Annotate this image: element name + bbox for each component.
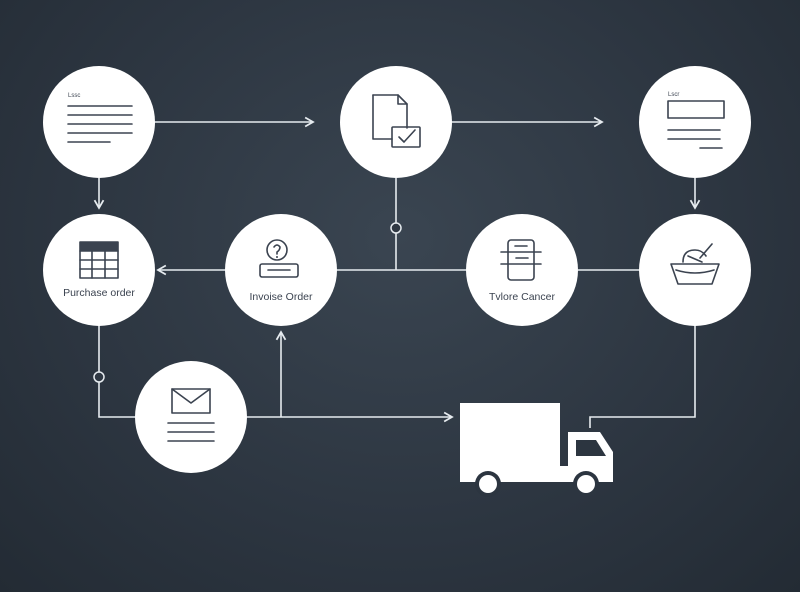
form-icon [667,100,725,149]
connector-purchase-to-mail [98,325,137,418]
connectors [93,116,701,428]
basket-icon [670,243,720,285]
node-tracking-label: Tvlore Cancer [489,291,555,303]
phone-icon [500,239,542,281]
node-purchase-order-label: Purchase order [63,287,135,299]
connector-junction-left [93,371,105,383]
document-check-icon [372,94,421,148]
node-form[interactable]: Lscr [639,66,751,178]
document-list-icon [67,105,133,143]
node-doc-check[interactable] [340,66,452,178]
node-tracking[interactable]: Tvlore Cancer [466,214,578,326]
connector-junction-top [390,222,402,234]
node-invoice-order-label: Invoise Order [249,291,313,303]
envelope-icon [167,388,215,442]
node-basket[interactable] [639,214,751,326]
node-form-label: Lscr [668,92,679,98]
node-mail[interactable] [135,361,247,473]
node-invoice-order[interactable]: Invoise Order [225,214,337,326]
truck-icon [460,403,613,497]
node-purchase-order[interactable]: Purchase order [43,214,155,326]
register-icon [259,239,299,278]
node-doc-list-label: Lssc [68,93,80,99]
spreadsheet-icon [79,241,119,279]
node-doc-list[interactable]: Lssc [43,66,155,178]
connector-basket-to-truck [589,325,696,428]
